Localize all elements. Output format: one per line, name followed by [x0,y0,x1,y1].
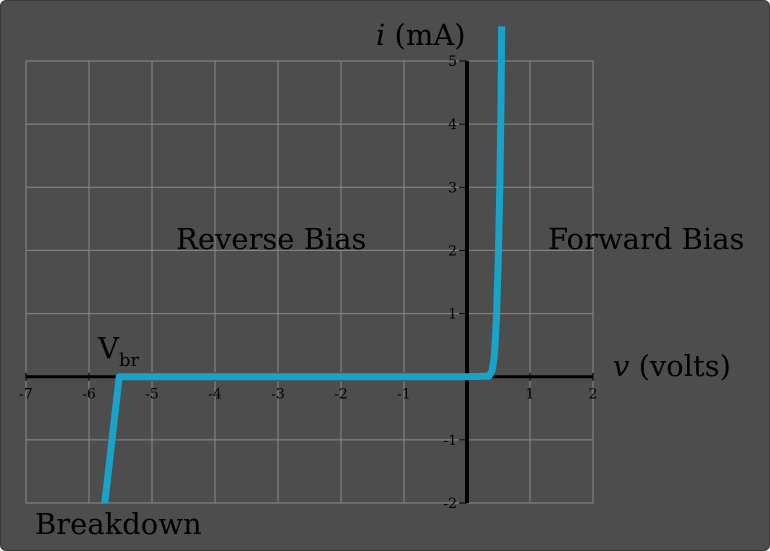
x-tick-label: 2 [589,387,598,403]
x-tick-label: -7 [19,387,33,403]
x-tick-label: 1 [526,387,535,403]
y-tick-label: 5 [448,54,457,70]
iv-curve [101,26,506,504]
y-axis-label: i (mA) [376,18,466,52]
forward-bias-label: Forward Bias [548,222,744,256]
tick-labels: -7 -6 -5 -4 -3 -2 -1 1 2 -2 -1 1 2 3 4 5 [19,54,597,512]
x-tick-label: -2 [334,387,348,403]
x-tick-label: -3 [271,387,285,403]
curve-group [101,26,506,504]
reverse-bias-label: Reverse Bias [176,222,366,256]
y-tick-label: 1 [448,307,457,323]
x-tick-label: -4 [208,387,222,403]
y-tick-label: -1 [443,433,457,449]
y-tick-label: 3 [448,180,457,196]
x-axis-label: v (volts) [613,349,731,383]
vbr-label: Vbr [97,331,139,371]
y-tick-label: 2 [448,243,457,259]
x-tick-label: -6 [82,387,96,403]
x-tick-label: -1 [397,387,411,403]
y-tick-label: -2 [443,496,457,512]
breakdown-label: Breakdown [35,507,202,541]
y-tick-label: 4 [448,117,457,133]
x-tick-label: -5 [145,387,159,403]
